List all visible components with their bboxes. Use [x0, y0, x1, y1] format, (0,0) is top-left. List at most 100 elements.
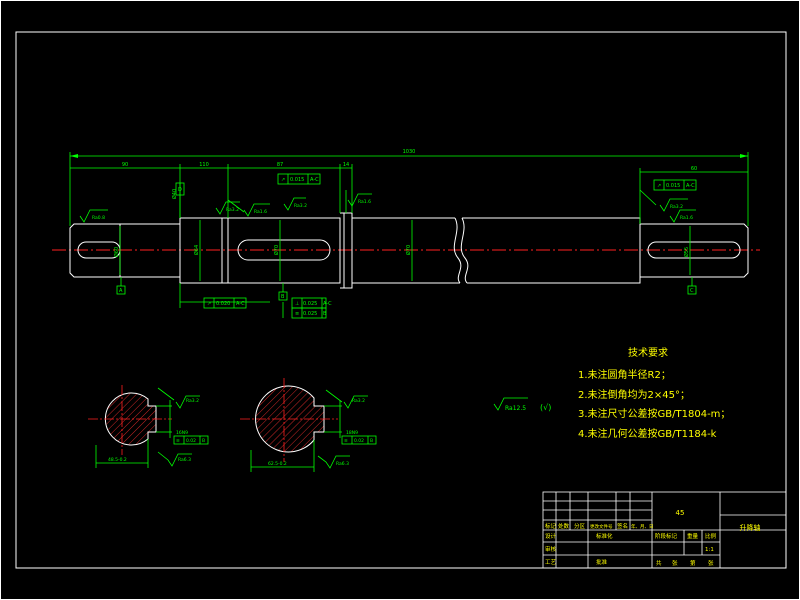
svg-text:≡: ≡ [344, 439, 348, 444]
tol-right-ref: A-C [686, 183, 695, 189]
svg-text:⊥: ⊥ [295, 301, 299, 307]
approve-label: 批准 [596, 558, 608, 566]
tol-perp-ref: A-C [323, 301, 332, 307]
svg-text:分区: 分区 [574, 522, 586, 530]
sec1-ra-bottom: Ra6.3 [178, 457, 191, 463]
roughness-texts: Ra0.8 Ra1.6 Ra3.2 Ra1.6 Ra3.2 Ra3.2 Ra1.… [92, 199, 693, 221]
drawing-frame [15, 31, 787, 569]
svg-text:签名: 签名 [617, 522, 628, 530]
dia-body: Ø70 [405, 245, 412, 255]
scale-value: 1:1 [705, 547, 714, 553]
sec1-depth: 48.5-0.2 [108, 457, 127, 463]
svg-text:共: 共 [656, 559, 662, 567]
designer-label: 设计 [545, 532, 557, 540]
tolerance-texts: ↗ 0.015 A-C ↗ 0.020 A-C ↗ 0.015 A-C ⊥ 0.… [119, 177, 695, 317]
datum-c: C [690, 288, 694, 294]
dia-middle: Ø70 [273, 245, 280, 255]
title-block [542, 491, 787, 569]
sec2-ref: B [370, 438, 373, 444]
dimension-layer [69, 152, 749, 318]
tol-right-value: 0.015 [666, 183, 680, 189]
ra-5: Ra3.2 [294, 203, 307, 209]
weight-label: 重量 [687, 532, 699, 540]
tol-bottom-value: 0.020 [216, 301, 230, 307]
break-line-1 [453, 217, 462, 284]
ra-4: Ra1.6 [680, 215, 693, 221]
svg-text:≡: ≡ [295, 311, 299, 317]
sec2-width: 18N9 [346, 430, 358, 436]
tol-bottom-ref: A-C [236, 301, 245, 307]
note-1: 1.未注圆角半径R2； [578, 368, 671, 381]
svg-text:张: 张 [672, 559, 678, 567]
sec2-depth: 62.5-0.2 [268, 461, 287, 467]
dia-shoulder: Ø64 [193, 245, 200, 255]
note-3: 3.未注尺寸公差按GB/T1804-m； [578, 407, 730, 420]
ra-6: Ra3.2 [226, 207, 239, 213]
middle-section [179, 217, 341, 284]
notes-title: 技术要求 [628, 346, 668, 359]
datum-d: D [178, 187, 182, 193]
dim-110: 110 [199, 162, 209, 168]
left-keyway [77, 241, 121, 259]
section-view-1: Ra3.2 Ra6.3 16N9 ≡ 0.02 B 48.5-0.2 [88, 385, 209, 468]
middle-keyway [237, 239, 331, 261]
note-2: 2.未注倒角均为2×45°； [578, 388, 690, 401]
technical-notes: 技术要求 1.未注圆角半径R2； 2.未注倒角均为2×45°； 3.未注尺寸公差… [578, 346, 730, 440]
dimension-texts: 1030 90 110 87 14 60 Ø60 Ø64 Ø70 Ø70 Ø55… [113, 149, 697, 257]
datum-b: B [281, 294, 285, 300]
sec2-ra-top: Ra3.2 [352, 398, 365, 404]
part-name: 升降轴 [740, 523, 761, 532]
dim-87: 87 [277, 162, 283, 168]
dim-60: 60 [691, 166, 697, 172]
ra-2: Ra1.6 [254, 209, 267, 215]
right-keyway [647, 241, 741, 259]
dim-arrows [70, 154, 748, 158]
break-line-2 [460, 217, 469, 284]
tolerance-frames [116, 173, 697, 319]
note-4: 4.未注几何公差按GB/T1184-k [578, 427, 717, 440]
tol-perp-value: 0.025 [303, 301, 317, 307]
general-ra: Ra12.5 [505, 405, 526, 412]
sec2-width-tol: 0.02 [354, 438, 364, 444]
svg-text:≡: ≡ [176, 439, 180, 444]
svg-text:↗: ↗ [657, 183, 661, 189]
process-label: 工艺 [545, 559, 557, 566]
tol-top-value: 0.015 [290, 177, 304, 183]
title-block-texts: 45 升降轴 标记 处数 分区 更改文件号 签名 年、月、日 设计 标准化 审核… [545, 509, 761, 567]
sec1-width: 16N9 [176, 430, 188, 436]
body-section [352, 217, 460, 284]
svg-text:第: 第 [690, 559, 696, 567]
material: 45 [676, 509, 685, 517]
section-view-2: Ra3.2 Ra6.3 18N9 ≡ 0.02 B 62.5-0.2 [240, 378, 377, 472]
standard-label: 标准化 [596, 532, 613, 540]
svg-text:更改文件号: 更改文件号 [590, 523, 613, 530]
sec1-ra-top: Ra3.2 [186, 398, 199, 404]
dim-90: 90 [122, 162, 128, 168]
ra-7: Ra1.6 [358, 199, 371, 205]
svg-text:↗: ↗ [281, 177, 285, 183]
sec1-width-tol: 0.02 [186, 438, 196, 444]
svg-text:处数: 处数 [558, 522, 570, 530]
stage-label: 阶段标记 [655, 532, 678, 540]
dim-overall: 1030 [403, 149, 416, 155]
dia-right: Ø55 [683, 247, 690, 257]
general-paren: (√) [540, 403, 551, 412]
right-journal [640, 223, 749, 278]
svg-text:年、月、日: 年、月、日 [631, 523, 654, 530]
svg-text:张: 张 [708, 559, 714, 567]
check-label: 审核 [545, 545, 557, 553]
ra-1: Ra0.8 [92, 215, 105, 221]
shaft-view [52, 212, 760, 289]
svg-text:↗: ↗ [207, 301, 211, 307]
sec1-ref: B [202, 438, 205, 444]
dim-14: 14 [343, 162, 349, 168]
sec2-ra-bottom: Ra6.3 [336, 461, 349, 467]
tol-sym-value: 0.025 [303, 311, 317, 317]
tol-sym-ref: B [323, 311, 327, 317]
dia-left: Ø60 [113, 247, 120, 257]
roughness-marks [79, 193, 696, 223]
dia-groove: Ø40 [171, 189, 178, 199]
datum-a: A [119, 288, 123, 294]
scale-label: 比例 [705, 532, 717, 540]
